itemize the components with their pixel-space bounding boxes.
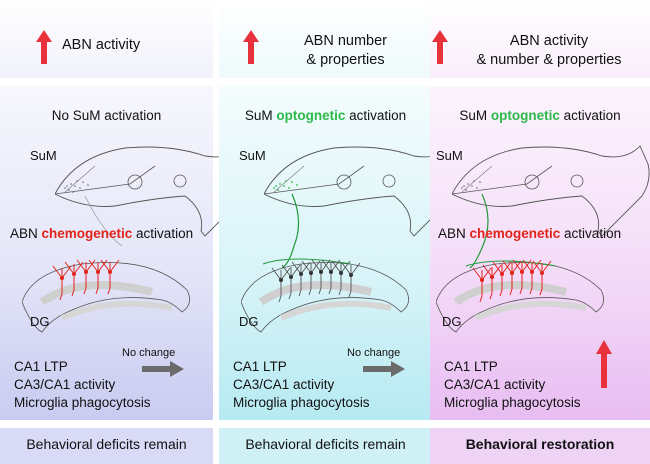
header-text: ABN number & properties — [265, 32, 426, 70]
chemogenetic-label: ABN chemogenetic activation — [10, 226, 193, 241]
header-line: ABN number — [303, 33, 387, 49]
result-item: CA1 LTP — [14, 359, 68, 374]
condition-label: SuM optognetic activation — [430, 108, 650, 123]
brain-sum-diagram — [55, 145, 253, 246]
no-change-label: No change — [347, 347, 401, 359]
brain-sum-diagram — [452, 145, 650, 269]
panel-body — [0, 86, 213, 420]
up-arrow-icon — [243, 30, 259, 64]
condition-suffix: activation — [559, 108, 621, 123]
footer-band — [430, 428, 650, 464]
sum-label: SuM — [436, 148, 463, 163]
results-list: CA1 LTP CA3/CA1 activity Microglia phago… — [14, 358, 151, 412]
right-arrow-icon — [363, 361, 405, 377]
panel-header: ABN activity — [0, 0, 213, 78]
chemo-suffix: activation — [132, 226, 194, 241]
header-text: ABN activity — [62, 36, 207, 55]
optogenetic-word: optognetic — [276, 108, 346, 123]
chemo-prefix: ABN — [438, 226, 470, 241]
results-list: CA1 LTP CA3/CA1 activity Microglia phago… — [233, 358, 370, 412]
header-line: & number & properties — [476, 52, 622, 68]
header-text: ABN activity & number & properties — [454, 32, 644, 70]
panel-combined: ABN activity & number & properties SuM o… — [430, 0, 650, 464]
result-item: CA1 LTP — [233, 359, 287, 374]
panel-header: ABN number & properties — [219, 0, 432, 78]
dentate-gyrus-diagram — [241, 258, 441, 342]
footer-band — [0, 428, 213, 464]
footer-band — [219, 428, 432, 464]
dg-label: DG — [239, 314, 259, 329]
result-item: Microglia phagocytosis — [14, 395, 151, 410]
up-arrow-icon — [432, 30, 448, 64]
condition-text: No SuM activation — [51, 108, 162, 123]
panel-header: ABN activity & number & properties — [430, 0, 650, 78]
condition-prefix: SuM — [244, 108, 277, 123]
outcome-label: Behavioral deficits remain — [245, 436, 406, 452]
result-item: CA3/CA1 activity — [233, 377, 335, 392]
outcome-label: Behavioral restoration — [465, 436, 615, 452]
chemogenetic-word: chemogenetic — [469, 226, 561, 241]
header-line: ABN activity — [62, 37, 141, 53]
header-line: ABN activity — [509, 33, 589, 49]
right-arrow-icon — [142, 361, 184, 377]
condition-label: SuM optognetic activation — [219, 108, 432, 123]
dentate-gyrus-diagram — [22, 252, 222, 342]
optogenetic-word: optognetic — [490, 108, 560, 123]
results-list: CA1 LTP CA3/CA1 activity Microglia phago… — [444, 358, 581, 412]
condition-label: No SuM activation — [0, 108, 213, 123]
dg-label: DG — [442, 314, 462, 329]
header-line: & properties — [306, 52, 385, 68]
panel-sum-optogenetic: ABN number & properties SuM optognetic a… — [219, 0, 462, 464]
dentate-gyrus-diagram — [436, 252, 636, 342]
brain-sum-diagram — [264, 145, 462, 269]
result-item: CA3/CA1 activity — [444, 377, 546, 392]
panel-body — [430, 86, 650, 420]
chemo-prefix: ABN — [10, 226, 42, 241]
chemogenetic-word: chemogenetic — [41, 226, 133, 241]
up-arrow-icon — [36, 30, 52, 64]
no-change-label: No change — [122, 347, 176, 359]
condition-suffix: activation — [345, 108, 407, 123]
result-item: Microglia phagocytosis — [233, 395, 370, 410]
result-item: CA3/CA1 activity — [14, 377, 116, 392]
dg-label: DG — [30, 314, 50, 329]
condition-prefix: SuM — [459, 108, 491, 123]
panel-abn-chemogenetic: ABN activity No SuM activation SuM ABN c… — [0, 0, 253, 464]
chemo-suffix: activation — [560, 226, 622, 241]
outcome-label: Behavioral deficits remain — [26, 436, 187, 452]
result-item: CA1 LTP — [444, 359, 498, 374]
sum-label: SuM — [239, 148, 266, 163]
result-item: Microglia phagocytosis — [444, 395, 581, 410]
sum-label: SuM — [30, 148, 57, 163]
up-arrow-icon — [596, 340, 612, 388]
chemogenetic-label: ABN chemogenetic activation — [438, 226, 621, 241]
